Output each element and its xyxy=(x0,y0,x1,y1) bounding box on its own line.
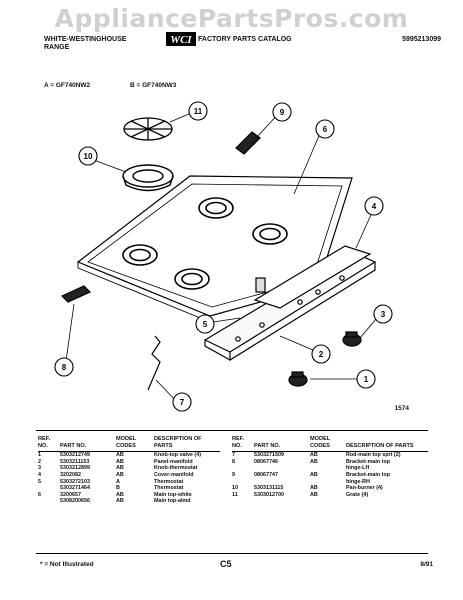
callout-9: 9 xyxy=(272,102,292,122)
callout-10: 10 xyxy=(78,146,98,166)
callout-11: 11 xyxy=(188,101,208,121)
brand-line-2: RANGE xyxy=(44,44,70,51)
col-model: MODEL CODES xyxy=(310,436,346,453)
burner-openings xyxy=(122,197,288,290)
svg-text:7: 7 xyxy=(180,398,185,407)
table-header-row: REF. NO. PART NO. MODEL CODES DESCRIPTIO… xyxy=(38,436,220,453)
callout-circles: 1 2 3 4 5 6 7 8 9 10 11 xyxy=(54,101,393,412)
col-desc: DESCRIPTION OF PARTS xyxy=(154,436,220,453)
catalog-title: FACTORY PARTS CATALOG xyxy=(198,36,292,43)
watermark: AppliancePartsPros.com xyxy=(54,4,409,33)
manifold-cover xyxy=(253,245,372,309)
callout-3: 3 xyxy=(373,304,393,324)
svg-text:2: 2 xyxy=(319,350,324,359)
svg-text:5: 5 xyxy=(203,320,208,329)
table-header-row: REF. NO. PART NO. MODEL CODES DESCRIPTIO… xyxy=(232,436,428,453)
svg-text:11: 11 xyxy=(194,107,203,116)
callout-2: 2 xyxy=(311,344,331,364)
col-model: MODEL CODES xyxy=(116,436,154,453)
table-bottom-rule xyxy=(36,553,428,554)
col-part: PART NO. xyxy=(254,436,310,453)
col-ref: REF. NO. xyxy=(38,436,60,453)
grate xyxy=(123,117,173,141)
callout-8: 8 xyxy=(54,357,74,377)
main-top-inner xyxy=(87,183,343,308)
svg-text:10: 10 xyxy=(84,152,93,161)
svg-text:9: 9 xyxy=(280,108,285,117)
col-part: PART NO. xyxy=(60,436,116,453)
burner-pan xyxy=(122,164,174,192)
parts-table-left: REF. NO. PART NO. MODEL CODES DESCRIPTIO… xyxy=(38,436,220,505)
footnote: * = Not Illustrated xyxy=(40,561,94,568)
support-rod xyxy=(147,335,161,391)
svg-text:4: 4 xyxy=(372,202,377,211)
brand-name: WHITE-WESTINGHOUSE RANGE xyxy=(44,36,164,52)
doc-number: 5995213099 xyxy=(402,36,441,43)
callout-4: 4 xyxy=(364,196,384,216)
svg-text:6: 6 xyxy=(323,125,328,134)
figure-number: 1574 xyxy=(394,405,409,412)
thermostat-knob xyxy=(342,331,362,347)
svg-text:8: 8 xyxy=(62,363,67,372)
col-ref: REF. NO. xyxy=(232,436,254,453)
page-number: C5 xyxy=(220,559,232,569)
callout-5: 5 xyxy=(195,314,215,334)
callout-6: 6 xyxy=(315,119,335,139)
parts-table-right: REF. NO. PART NO. MODEL CODES DESCRIPTIO… xyxy=(232,436,428,498)
svg-text:3: 3 xyxy=(381,310,386,319)
svg-text:1: 1 xyxy=(364,375,369,384)
table-row: hinge-LH xyxy=(346,465,370,472)
bracket-lh xyxy=(60,285,92,303)
table-row: hinge-RH xyxy=(346,478,370,485)
brand-line-1: WHITE-WESTINGHOUSE xyxy=(44,36,127,43)
model-b: B = GF740NW3 xyxy=(130,82,177,89)
callout-1: 1 xyxy=(356,369,376,389)
callout-7: 7 xyxy=(172,392,192,412)
logo-text: WCI xyxy=(170,34,192,46)
model-a: A = GF740NW2 xyxy=(44,82,91,89)
main-top-outline xyxy=(76,175,353,317)
knob-top-valve xyxy=(288,371,308,387)
bracket-rh xyxy=(235,131,261,155)
main-top-front-edge xyxy=(77,262,211,323)
revision-date: 8/91 xyxy=(420,561,433,568)
col-desc: DESCRIPTION OF PARTS xyxy=(346,436,428,453)
wci-logo: WCI xyxy=(166,32,196,46)
table-top-rule xyxy=(36,430,428,431)
